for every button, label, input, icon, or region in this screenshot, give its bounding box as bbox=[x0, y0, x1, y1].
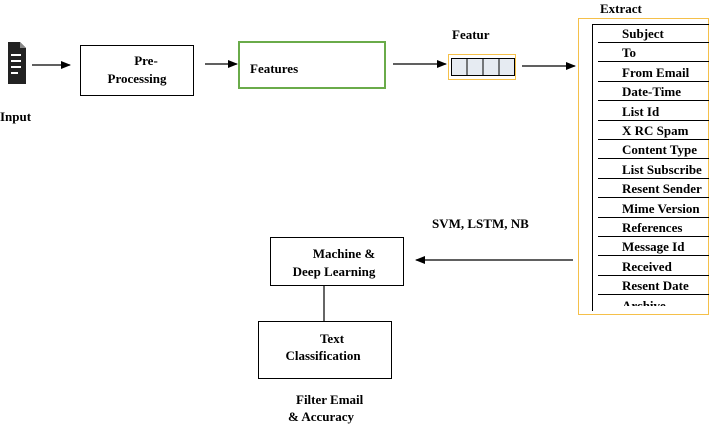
ml-box bbox=[270, 237, 404, 286]
extract-item: From Email bbox=[598, 63, 709, 82]
preprocessing-label-line2: Processing bbox=[107, 71, 167, 86]
preprocessing-label-line1: Pre- bbox=[134, 53, 158, 68]
document-icon bbox=[6, 40, 28, 90]
extract-item: Content Type bbox=[598, 140, 709, 160]
classification-label-line1: Text bbox=[319, 331, 345, 346]
extract-title: Extract bbox=[600, 1, 642, 16]
ml-label-line2: Deep Learning bbox=[292, 264, 376, 279]
extract-item: List Id bbox=[598, 102, 709, 121]
extract-item: Resent Sender bbox=[598, 179, 709, 199]
output-label-line1: Filter Email bbox=[296, 392, 364, 407]
features-label: Features bbox=[250, 61, 299, 76]
classification-box bbox=[258, 321, 392, 379]
extract-item: Received bbox=[598, 257, 709, 276]
extract-item: Message Id bbox=[598, 237, 709, 257]
features-box bbox=[238, 41, 386, 89]
input-label: Input bbox=[0, 109, 32, 124]
extract-item: Date-Time bbox=[598, 82, 709, 102]
extract-item: List Subscribe bbox=[598, 160, 709, 179]
classification-label-line2: Classification bbox=[285, 348, 361, 363]
output-label-line2: & Accuracy bbox=[288, 409, 355, 424]
algorithms-label: SVM, LSTM, NB bbox=[432, 216, 529, 231]
extract-item: To bbox=[598, 43, 709, 63]
ml-label-line1: Machine & bbox=[312, 246, 376, 261]
extract-list-border bbox=[592, 24, 709, 311]
feature-vector bbox=[451, 58, 515, 81]
extract-item: Subject bbox=[598, 24, 709, 43]
extract-item: Mime Version bbox=[598, 199, 709, 218]
feature-vector-label: Featur bbox=[452, 27, 490, 42]
extract-item: Archive bbox=[622, 297, 666, 306]
extract-item: References bbox=[598, 218, 709, 237]
preprocessing-box bbox=[80, 45, 194, 96]
extract-item: X RC Spam bbox=[598, 121, 709, 140]
extract-item: Resent Date bbox=[598, 276, 709, 296]
